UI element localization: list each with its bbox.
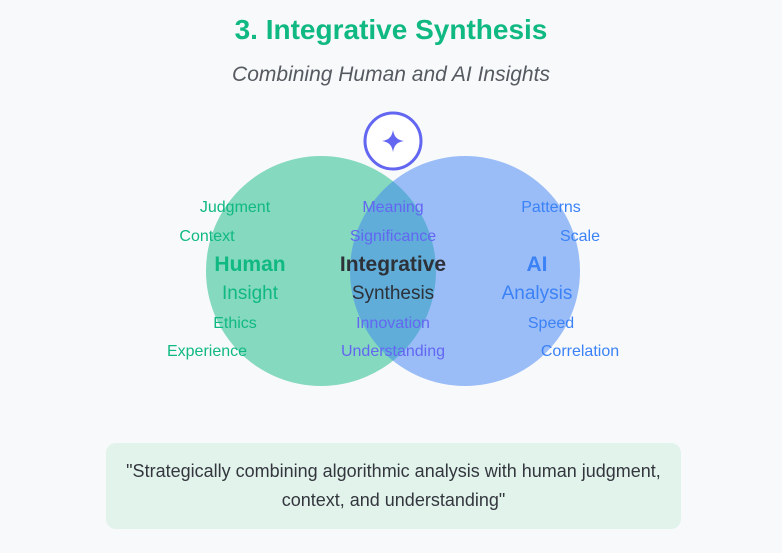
- overlap-term-significance: Significance: [349, 228, 437, 245]
- page-title: 3. Integrative Synthesis: [234, 14, 548, 45]
- overlap-term-understanding: Understanding: [340, 343, 446, 360]
- human-term-context: Context: [179, 228, 235, 245]
- overlap-term-meaning: Meaning: [362, 199, 424, 216]
- ai-subtitle: Analysis: [501, 283, 573, 304]
- quote-text: "Strategically combining algorithmic ana…: [126, 461, 661, 510]
- ai-circle: [350, 156, 580, 386]
- overlap-title: Integrative: [339, 253, 447, 276]
- human-subtitle: Insight: [222, 283, 278, 304]
- ai-term-patterns: Patterns: [521, 199, 581, 216]
- sparkle-icon: [363, 111, 423, 171]
- overlap-subtitle: Synthesis: [351, 283, 435, 304]
- human-term-experience: Experience: [166, 343, 248, 360]
- page-subtitle: Combining Human and AI Insights: [232, 63, 550, 86]
- human-term-judgment: Judgment: [199, 199, 271, 216]
- ai-title: AI: [526, 253, 548, 276]
- quote-box: "Strategically combining algorithmic ana…: [106, 443, 681, 529]
- overlap-term-innovation: Innovation: [356, 315, 430, 332]
- human-term-ethics: Ethics: [213, 315, 257, 332]
- human-title: Human: [214, 253, 286, 276]
- ai-term-speed: Speed: [527, 315, 575, 332]
- ai-term-scale: Scale: [559, 228, 601, 245]
- ai-term-correlation: Correlation: [540, 343, 620, 360]
